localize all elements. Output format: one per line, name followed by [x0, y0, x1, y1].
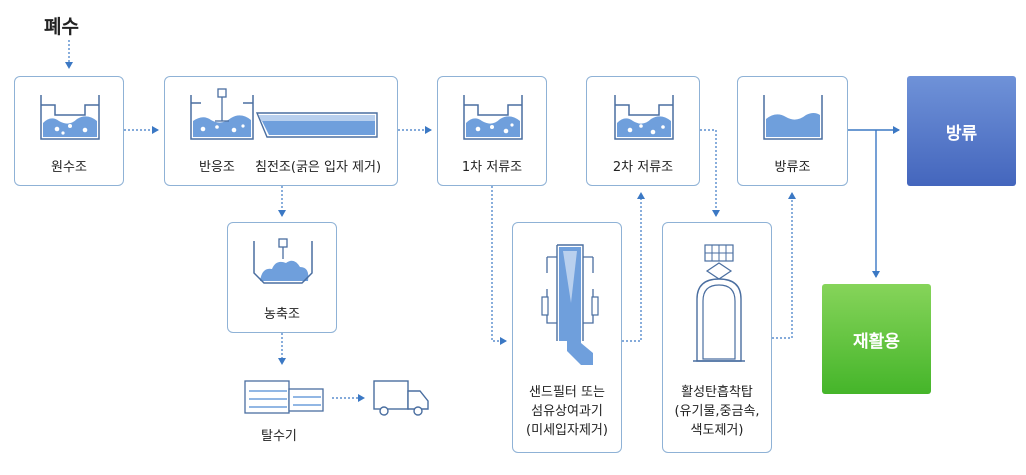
reaction-settling-box: 반응조 침전조(굵은 입자 제거)	[164, 76, 398, 186]
carbon-tower-box: 활성탄흡착탑 (유기물,중금속, 색도제거)	[662, 222, 772, 453]
carbon-tower-label-line3: 색도제거)	[690, 423, 744, 438]
arrow-storage1-to-filter	[491, 186, 507, 345]
sand-filter-label-line1: 샌드필터 또는	[529, 385, 605, 400]
sand-filter-icon	[541, 244, 599, 365]
sand-filter-box: 샌드필터 또는 섬유상여과기 (미세입자제거)	[512, 222, 622, 453]
discharge-tank-box: 방류조	[737, 76, 848, 186]
raw-tank-box: 원수조	[14, 76, 124, 186]
carbon-tower-icon	[693, 244, 745, 362]
thickener-label: 농축조	[264, 307, 300, 322]
storage2-label: 2차 저류조	[612, 160, 674, 175]
carbon-tower-label-line2: (유기물,중금속,	[674, 404, 760, 419]
discharge-output-button[interactable]: 방류	[907, 76, 1016, 186]
raw-tank-icon	[40, 95, 100, 140]
carbon-tower-label: 활성탄흡착탑 (유기물,중금속, 색도제거)	[663, 383, 771, 440]
reaction-tank-icon	[190, 88, 254, 140]
storage1-label: 1차 저류조	[461, 160, 523, 175]
sand-filter-label-line2: 섬유상여과기	[531, 404, 603, 419]
arrow-filter-to-storage2	[622, 192, 645, 342]
storage2-box: 2차 저류조	[586, 76, 700, 186]
reuse-output-button[interactable]: 재활용	[822, 284, 931, 394]
input-wastewater-label: 폐수	[44, 16, 79, 38]
discharge-tank-label: 방류조	[774, 160, 811, 175]
sand-filter-label-line3: (미세입자제거)	[526, 423, 608, 438]
dewatering-machine-icon	[244, 380, 324, 414]
thickener-icon	[253, 238, 313, 284]
settling-tank-label: 침전조(굵은 입자 제거)	[255, 160, 382, 175]
storage1-tank-icon	[463, 95, 523, 140]
thickener-box: 농축조	[227, 222, 337, 333]
arrow-tower-to-discharge-tank	[772, 192, 796, 339]
settling-tank-icon	[255, 112, 378, 138]
dewatering-label: 탈수기	[261, 429, 297, 444]
reaction-tank-label: 반응조	[199, 160, 235, 175]
raw-tank-label: 원수조	[51, 160, 87, 175]
arrow-storage2-to-tower	[700, 129, 720, 217]
truck-icon	[373, 380, 429, 416]
carbon-tower-label-line1: 활성탄흡착탑	[681, 385, 753, 400]
discharge-tank-icon	[763, 95, 823, 140]
storage1-box: 1차 저류조	[437, 76, 547, 186]
sand-filter-label: 샌드필터 또는 섬유상여과기 (미세입자제거)	[513, 383, 621, 440]
storage2-tank-icon	[614, 95, 674, 140]
